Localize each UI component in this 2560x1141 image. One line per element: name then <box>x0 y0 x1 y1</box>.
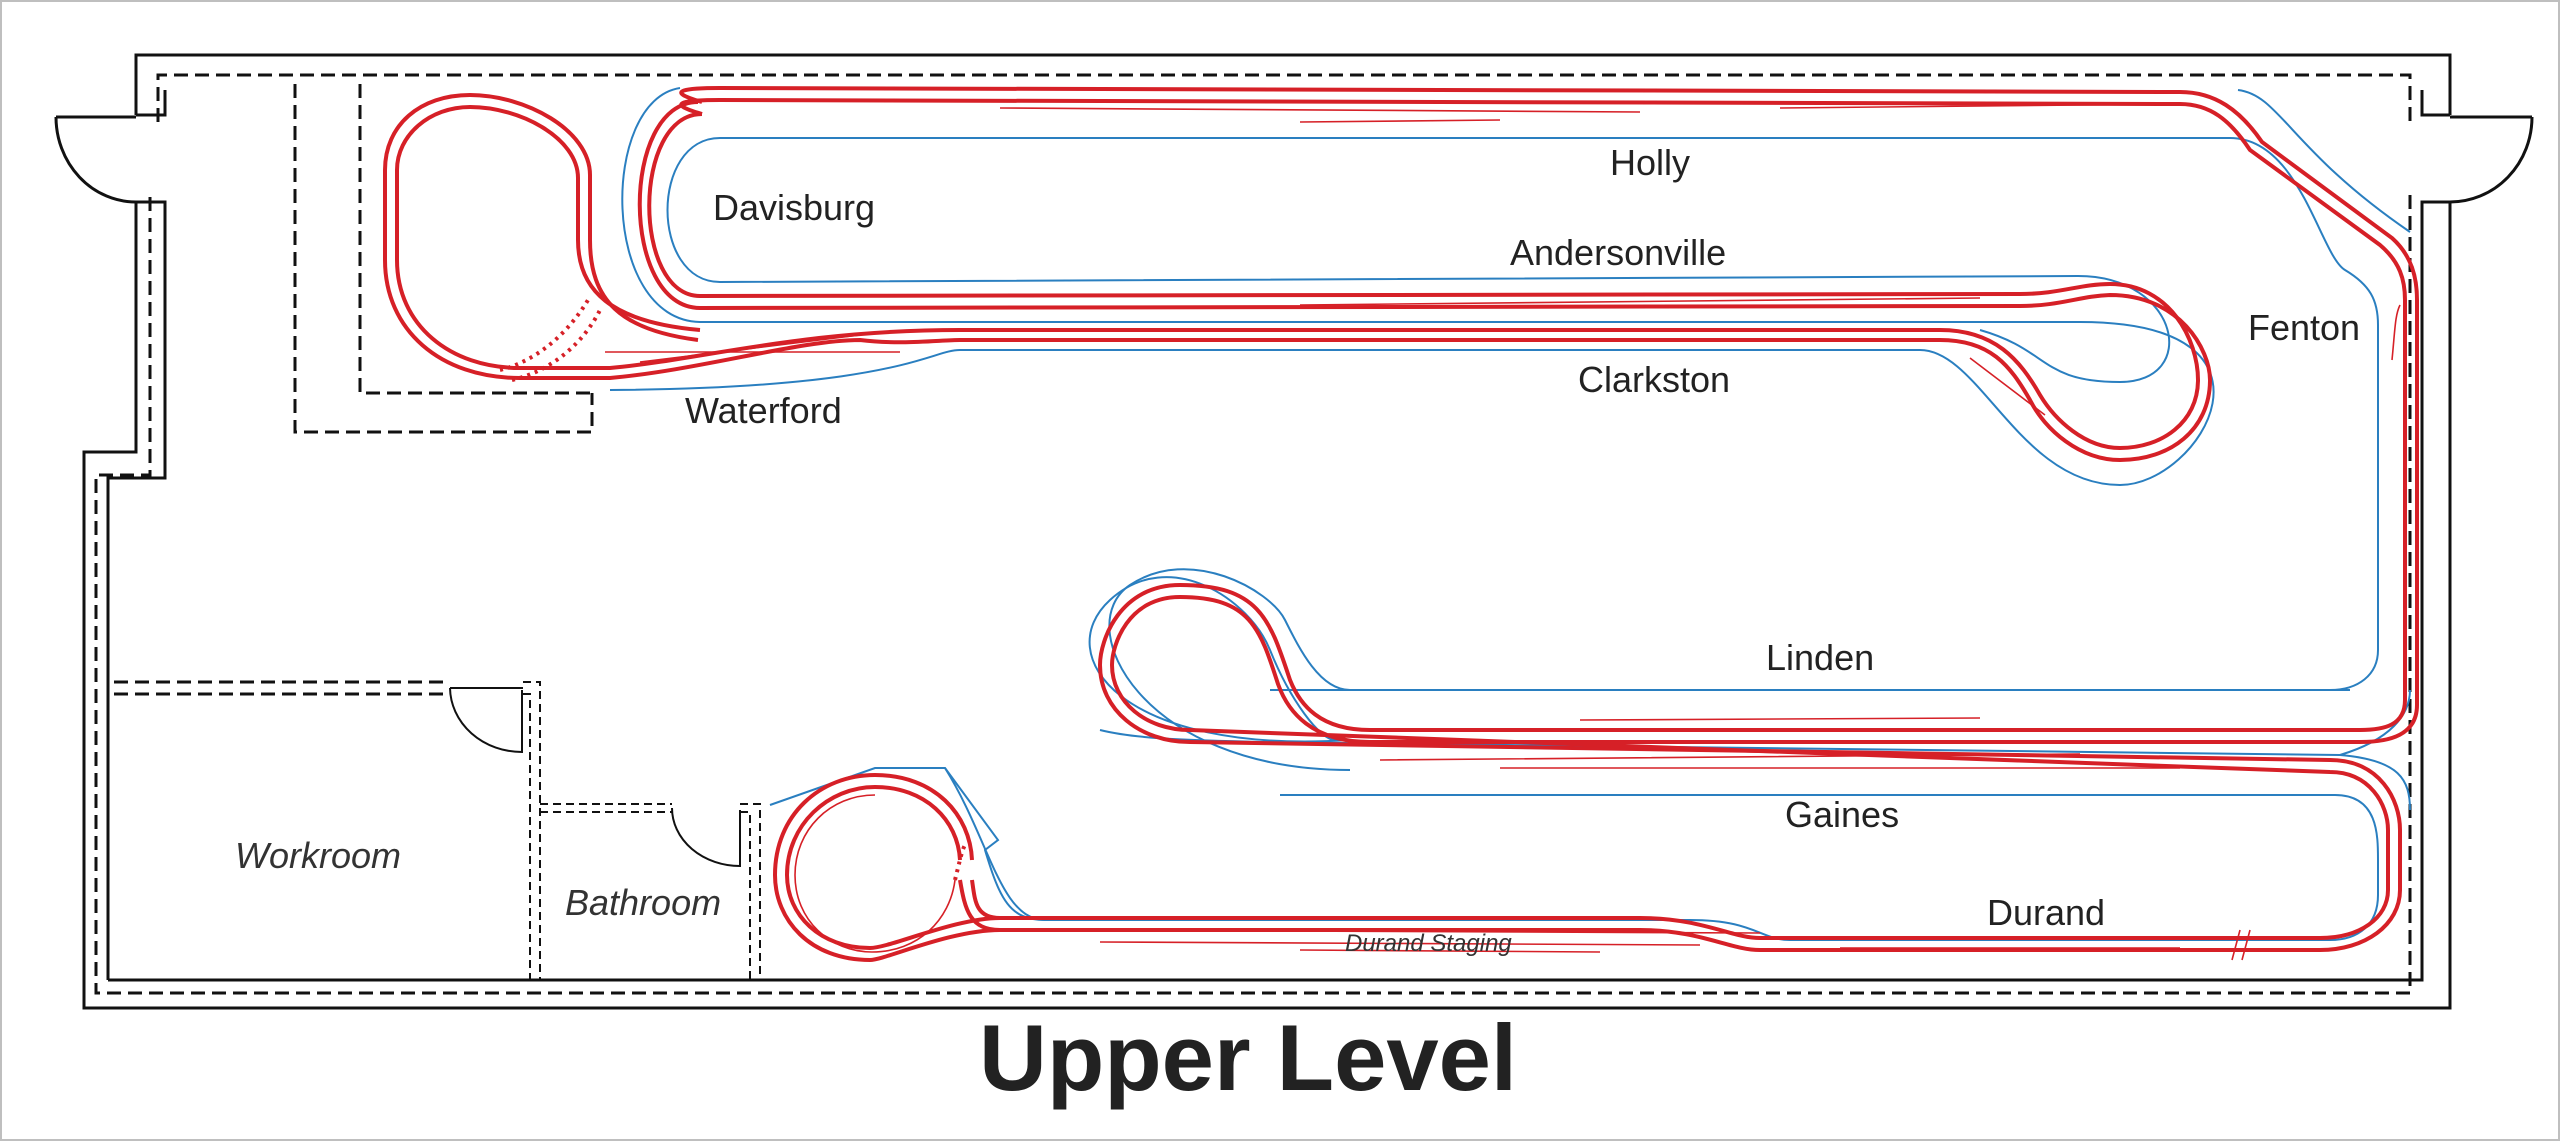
room-labels: Workroom Bathroom <box>235 835 721 923</box>
benchwork-outlines <box>609 87 2411 941</box>
left-door <box>54 115 137 204</box>
town-label-holly: Holly <box>1610 142 1690 183</box>
town-label-clarkston: Clarkston <box>1578 359 1730 400</box>
town-label-fenton: Fenton <box>2248 307 2360 348</box>
room-label-bathroom: Bathroom <box>565 882 721 923</box>
room-label-workroom: Workroom <box>235 835 401 876</box>
town-label-gaines: Gaines <box>1785 794 1899 835</box>
room-walls <box>54 53 2534 1010</box>
workroom-walls <box>114 680 541 980</box>
town-label-waterford: Waterford <box>685 390 842 431</box>
bathroom-door <box>671 807 741 868</box>
town-labels: Holly Davisburg Andersonville Fenton Cla… <box>685 142 2360 957</box>
upper-left-enclosure <box>293 84 594 434</box>
town-label-andersonville: Andersonville <box>1510 232 1726 273</box>
town-label-linden: Linden <box>1766 637 1874 678</box>
workroom-door <box>449 687 523 754</box>
town-label-durand: Durand <box>1987 892 2105 933</box>
diagram-title: Upper Level <box>979 1005 1517 1110</box>
track-loops-inner <box>499 298 967 953</box>
staging-label-durand: Durand Staging <box>1345 930 1512 957</box>
mainline-track <box>383 85 2419 963</box>
perimeter-dashed-line <box>94 73 2412 995</box>
town-label-davisburg: Davisburg <box>713 187 875 228</box>
track-sidings <box>605 103 2401 961</box>
right-door <box>2449 115 2534 204</box>
bathroom-walls <box>540 803 761 980</box>
